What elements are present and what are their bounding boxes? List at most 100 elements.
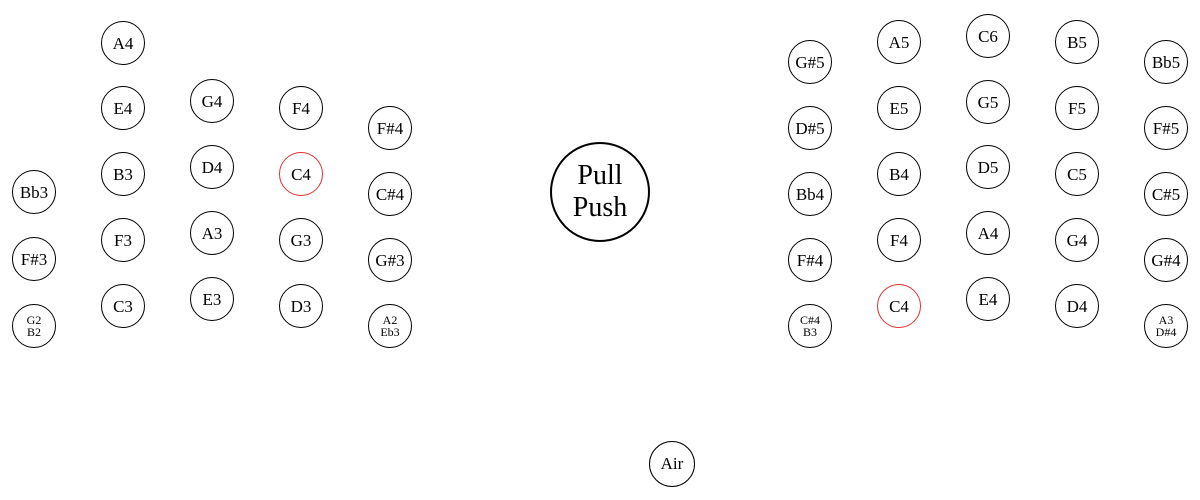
air-label: Air xyxy=(660,454,684,473)
bellows-button[interactable]: Pull Push xyxy=(550,142,650,242)
note-button-r-bb4[interactable]: Bb4 xyxy=(788,172,832,216)
note-label-primary: F4 xyxy=(292,98,310,118)
note-label: D#5 xyxy=(795,120,824,137)
note-button-l-d3[interactable]: D3 xyxy=(279,284,323,328)
note-button-r-cs5[interactable]: C#5 xyxy=(1144,172,1188,216)
note-label-primary: G4 xyxy=(1066,230,1088,250)
note-label-primary: G4 xyxy=(201,91,223,111)
note-button-r-fs4[interactable]: F#4 xyxy=(788,238,832,282)
note-label: Bb5 xyxy=(1152,54,1180,71)
note-label-primary: C#4 xyxy=(799,313,820,327)
note-label: B3 xyxy=(113,166,133,183)
note-button-l-a4[interactable]: A4 xyxy=(101,21,145,65)
note-button-l-c4[interactable]: C4 xyxy=(279,152,323,196)
note-button-l-b3[interactable]: B3 xyxy=(101,152,145,196)
note-button-l-gs3[interactable]: G#3 xyxy=(368,238,412,282)
note-label-primary: E4 xyxy=(113,98,133,118)
note-button-r-e5[interactable]: E5 xyxy=(877,86,921,130)
note-button-r-a4[interactable]: A4 xyxy=(966,211,1010,255)
note-label-secondary: B2 xyxy=(26,325,41,339)
note-label: B5 xyxy=(1067,34,1087,51)
note-button-l-e4[interactable]: E4 xyxy=(101,86,145,130)
note-button-r-b5[interactable]: B5 xyxy=(1055,20,1099,64)
note-label-primary: A5 xyxy=(888,32,910,52)
note-button-l-bb3[interactable]: Bb3 xyxy=(12,170,56,214)
note-label: E3 xyxy=(203,291,222,308)
note-label-primary: G#4 xyxy=(1151,250,1181,270)
note-label-primary: D4 xyxy=(1066,296,1088,316)
note-label: F4 xyxy=(890,232,908,249)
note-button-r-g5[interactable]: G5 xyxy=(966,80,1010,124)
note-button-r-bb5[interactable]: Bb5 xyxy=(1144,40,1188,84)
note-label-primary: C3 xyxy=(113,296,133,316)
note-label-primary: D4 xyxy=(201,157,223,177)
note-label-primary: A2 xyxy=(382,313,398,327)
note-button-r-c6[interactable]: C6 xyxy=(966,14,1010,58)
note-label: D4 xyxy=(1067,298,1088,315)
note-label-primary: G#5 xyxy=(795,52,825,72)
note-label: F#5 xyxy=(1153,120,1179,137)
note-button-l-f4[interactable]: F4 xyxy=(279,86,323,130)
note-label-primary: E3 xyxy=(202,289,222,309)
note-button-r-g4[interactable]: G4 xyxy=(1055,218,1099,262)
note-label-primary: C#5 xyxy=(1151,184,1181,204)
note-label: A5 xyxy=(889,34,910,51)
note-button-l-c3[interactable]: C3 xyxy=(101,284,145,328)
note-label: D3 xyxy=(291,298,312,315)
note-button-r-a5[interactable]: A5 xyxy=(877,20,921,64)
bellows-pull-label: Pull xyxy=(577,160,623,191)
note-button-r-f5[interactable]: F5 xyxy=(1055,86,1099,130)
note-button-l-g3[interactable]: G3 xyxy=(279,218,323,262)
note-button-r-f4[interactable]: F4 xyxy=(877,218,921,262)
note-label: C5 xyxy=(1067,166,1087,183)
note-label: G#5 xyxy=(795,54,824,71)
note-label-primary: G5 xyxy=(977,92,999,112)
note-label: F#4 xyxy=(377,120,403,137)
note-label-primary: Bb4 xyxy=(795,184,825,204)
note-label: C6 xyxy=(978,28,998,45)
note-label: G4 xyxy=(1067,232,1088,249)
note-button-l-cs4[interactable]: C#4 xyxy=(368,172,412,216)
note-label-primary: A4 xyxy=(112,33,134,53)
note-label: B4 xyxy=(889,166,909,183)
note-label-secondary: D#4 xyxy=(1155,325,1177,339)
note-button-r-ds5[interactable]: D#5 xyxy=(788,106,832,150)
note-label-secondary: B3 xyxy=(802,325,817,339)
note-label-primary: D5 xyxy=(977,157,999,177)
note-button-l-a3[interactable]: A3 xyxy=(190,211,234,255)
note-button-r-e4[interactable]: E4 xyxy=(966,277,1010,321)
note-button-l-e3[interactable]: E3 xyxy=(190,277,234,321)
note-label: F4 xyxy=(292,100,310,117)
note-label: F#3 xyxy=(21,251,47,268)
note-button-r-c5[interactable]: C5 xyxy=(1055,152,1099,196)
note-label: G#3 xyxy=(375,252,404,269)
note-button-l-fs4[interactable]: F#4 xyxy=(368,106,412,150)
note-label: A4 xyxy=(113,35,134,52)
note-button-r-d5[interactable]: D5 xyxy=(966,145,1010,189)
note-label-primary: C#4 xyxy=(375,184,405,204)
note-button-l-g4[interactable]: G4 xyxy=(190,79,234,123)
note-button-l-fs3[interactable]: F#3 xyxy=(12,237,56,281)
note-button-l-f3[interactable]: F3 xyxy=(101,218,145,262)
note-button-r-gs4[interactable]: G#4 xyxy=(1144,238,1188,282)
note-label-primary: C4 xyxy=(291,164,311,184)
note-label: G3 xyxy=(291,232,312,249)
note-label-primary: G3 xyxy=(290,230,312,250)
note-button-r-d4[interactable]: D4 xyxy=(1055,284,1099,328)
note-label: A3 xyxy=(202,225,223,242)
note-label-primary: F#5 xyxy=(1152,118,1180,138)
note-button-r-c4[interactable]: C4 xyxy=(877,284,921,328)
note-button-r-gs5[interactable]: G#5 xyxy=(788,40,832,84)
note-button-r-fs5[interactable]: F#5 xyxy=(1144,106,1188,150)
air-button[interactable]: Air xyxy=(649,441,695,487)
note-label-primary: F#4 xyxy=(796,250,824,270)
note-button-r-b4[interactable]: B4 xyxy=(877,152,921,196)
note-button-l-d4[interactable]: D4 xyxy=(190,145,234,189)
